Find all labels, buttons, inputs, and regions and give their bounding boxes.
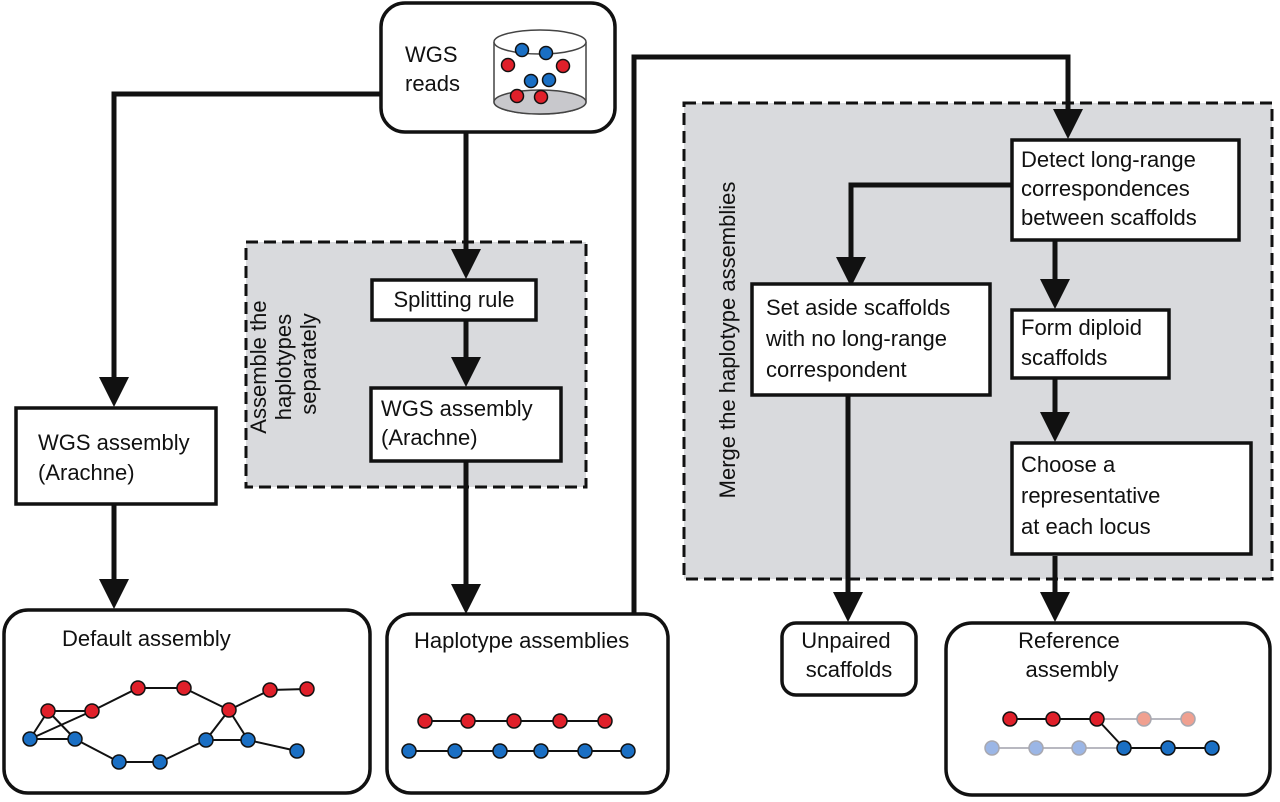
default-graph-node xyxy=(289,743,305,759)
haplotype-assemblies-graph xyxy=(401,713,636,759)
reference-graph-node xyxy=(1116,740,1132,756)
haplotype-graph-node xyxy=(447,743,463,759)
reference-graph-node xyxy=(1160,740,1176,756)
haplotype-graph-node xyxy=(492,743,508,759)
default-graph-node xyxy=(152,754,168,770)
read-dot-node xyxy=(555,58,571,74)
default-graph-edge xyxy=(247,739,298,752)
panel-assemble-separately-label: Assemble the haplotypes separately xyxy=(246,294,321,433)
node-choose-representative: Choose a representative at each locus xyxy=(1010,441,1253,556)
haplotype-graph-node xyxy=(460,713,476,729)
default-graph-node xyxy=(111,754,127,770)
node-form-diploid-scaffolds: Form diploid scaffolds xyxy=(1010,308,1171,380)
read-dot-node xyxy=(509,88,525,104)
read-dot-node xyxy=(523,73,539,89)
haplotype-graph-node xyxy=(417,713,433,729)
read-dot-node xyxy=(538,45,554,61)
set-aside-scaffolds-label: Set aside scaffolds with no long-range c… xyxy=(765,295,956,382)
wgs-assembly-left-label: WGS assembly (Arachne) xyxy=(38,430,196,485)
haplotype-graph-node xyxy=(597,713,613,729)
node-haplotype-assemblies: Haplotype assemblies xyxy=(385,612,670,795)
reference-graph-node xyxy=(984,740,1000,756)
default-graph-edge xyxy=(159,739,207,763)
reference-graph-node xyxy=(1028,740,1044,756)
reference-graph-node xyxy=(1071,740,1087,756)
default-graph-node xyxy=(67,731,83,747)
unpaired-scaffolds-label: Unpaired scaffolds xyxy=(801,628,896,682)
reference-graph-node xyxy=(1089,711,1105,727)
node-reference-assembly: Reference assembly xyxy=(944,621,1272,797)
node-wgs-assembly-left: WGS assembly (Arachne) xyxy=(14,406,218,506)
haplotype-assemblies-label: Haplotype assemblies xyxy=(414,628,629,653)
read-dot-node xyxy=(500,57,516,73)
arrow-haplotype-to-detect xyxy=(631,54,1083,614)
default-graph-node xyxy=(262,682,278,698)
cylinder-icon xyxy=(493,29,587,115)
default-graph-node xyxy=(221,702,237,718)
reference-graph-node xyxy=(1204,740,1220,756)
default-graph-edge xyxy=(91,687,139,712)
default-graph-edge xyxy=(74,738,120,763)
default-graph-node xyxy=(176,680,192,696)
default-graph-node xyxy=(299,681,315,697)
haplotype-graph-node xyxy=(620,743,636,759)
choose-representative-label: Choose a representative at each locus xyxy=(1021,452,1167,539)
detect-correspondences-label: Detect long-range correspondences betwee… xyxy=(1021,147,1202,230)
reference-graph-node xyxy=(1136,711,1152,727)
haplotype-graph-node xyxy=(577,743,593,759)
connectors xyxy=(99,54,1083,623)
haplotype-graph-node xyxy=(552,713,568,729)
arrow-detect-to-set-aside xyxy=(836,182,1015,288)
splitting-rule-label: Splitting rule xyxy=(393,287,514,312)
form-diploid-scaffolds-label: Form diploid scaffolds xyxy=(1021,315,1148,370)
reference-graph-node xyxy=(1002,711,1018,727)
default-graph-node xyxy=(84,703,100,719)
default-graph-edge xyxy=(183,687,230,711)
wgs-reads-label: WGS reads xyxy=(405,42,464,96)
default-graph-node xyxy=(240,732,256,748)
reference-graph-node xyxy=(1180,711,1196,727)
default-assembly-graph xyxy=(22,680,315,770)
default-graph-node xyxy=(40,703,56,719)
node-splitting-rule: Splitting rule xyxy=(370,278,538,322)
read-dot-node xyxy=(541,72,557,88)
haplotype-graph-node xyxy=(506,713,522,729)
node-default-assembly: Default assembly xyxy=(2,608,372,795)
default-graph-node xyxy=(22,731,38,747)
reference-assembly-graph xyxy=(984,711,1220,756)
panel-merge-label: Merge the haplotype assemblies xyxy=(715,182,740,499)
node-set-aside-scaffolds: Set aside scaffolds with no long-range c… xyxy=(750,282,992,397)
default-graph-edge xyxy=(29,710,93,740)
node-wgs-assembly-mid: WGS assembly (Arachne) xyxy=(369,386,563,463)
arrow-reads-to-wgs-left xyxy=(99,91,384,408)
read-dot-node xyxy=(514,42,530,58)
wgs-assembly-mid-label: WGS assembly (Arachne) xyxy=(381,396,539,450)
read-dot-node xyxy=(533,89,549,105)
node-wgs-reads: WGS reads xyxy=(379,1,617,134)
default-graph-node xyxy=(130,680,146,696)
reference-assembly-label: Reference assembly xyxy=(1018,628,1126,682)
default-graph-node xyxy=(198,732,214,748)
haplotype-graph-node xyxy=(533,743,549,759)
haplotype-graph-node xyxy=(401,743,417,759)
default-assembly-label: Default assembly xyxy=(62,626,231,651)
node-unpaired-scaffolds: Unpaired scaffolds xyxy=(780,621,918,697)
reference-graph-node xyxy=(1045,711,1061,727)
node-detect-correspondences: Detect long-range correspondences betwee… xyxy=(1010,138,1241,242)
